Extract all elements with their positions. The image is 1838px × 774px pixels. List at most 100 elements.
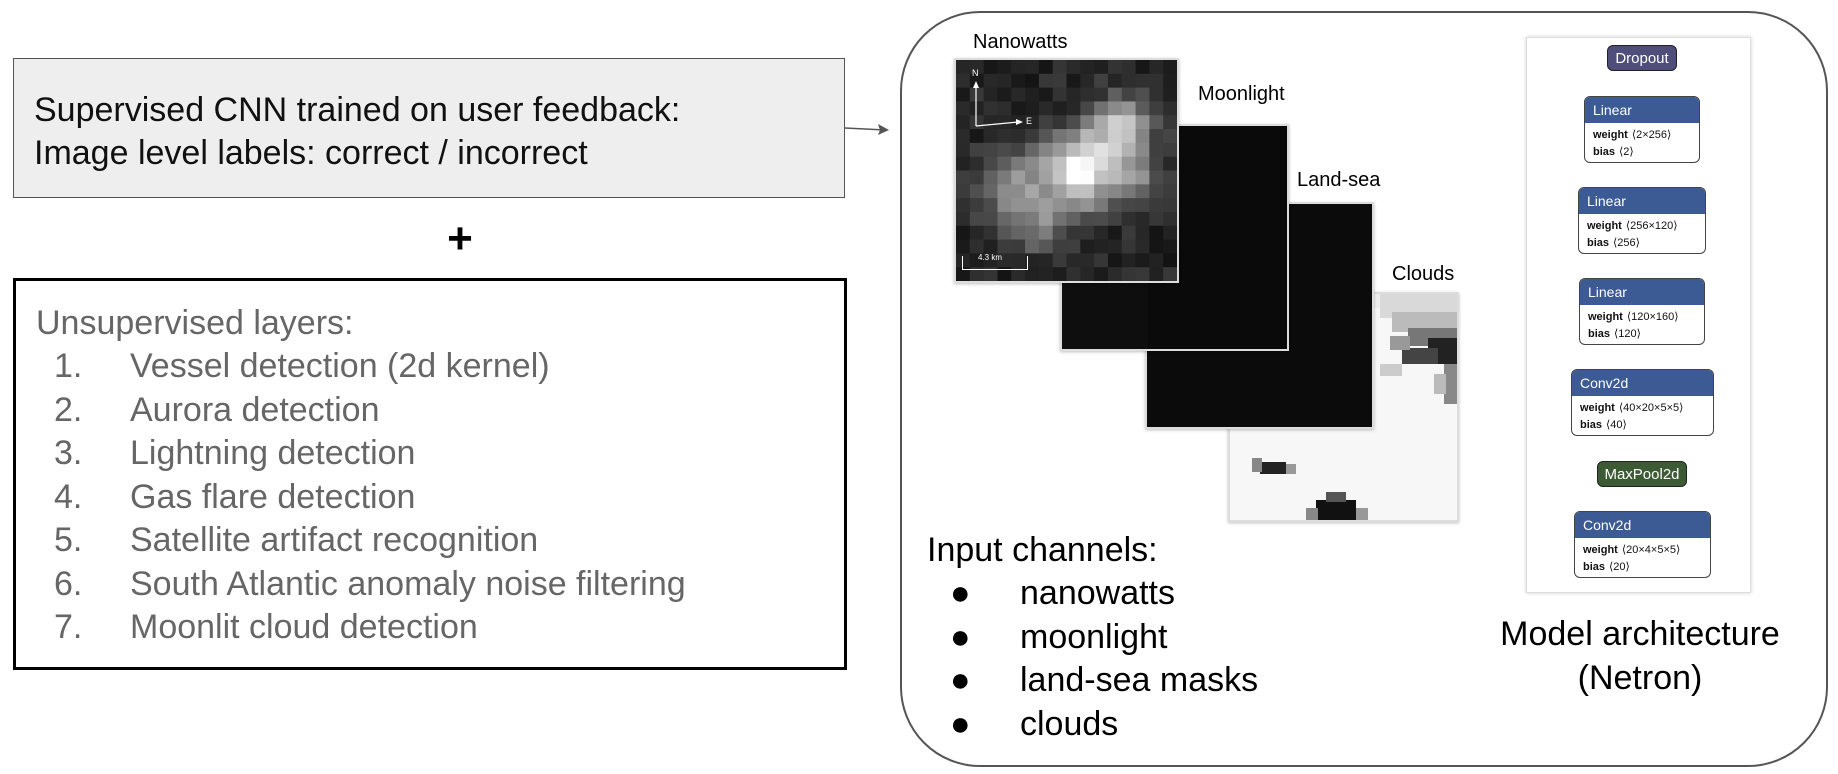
radiance-pixel [1094,73,1109,89]
radiance-pixel [1121,225,1137,241]
radiance-pixel [1163,170,1177,185]
radiance-pixel [1135,156,1150,171]
radiance-pixel [983,239,998,254]
radiance-pixel [1011,129,1026,144]
radiance-pixel [1052,129,1067,144]
radiance-pixel [1038,87,1054,102]
radiance-pixel [956,211,971,227]
bias-value: ⟨2⟩ [1619,146,1634,158]
radiance-pixel [1094,129,1109,144]
radiance-pixel [1149,211,1164,227]
weight-value: ⟨20×4×5×5⟩ [1621,544,1681,556]
radiance-pixel [1094,267,1109,281]
radiance-pixel [1038,101,1054,116]
radiance-pixel [1094,253,1109,268]
radiance-pixel [1121,87,1137,102]
unsupervised-item: 4.Gas flare detection [36,476,844,520]
caption-line-2: (Netron) [1577,659,1703,697]
radiance-pixel [1094,142,1109,158]
item-number: 5. [54,521,83,559]
radiance-pixel [969,267,985,281]
radiance-pixel [1121,156,1137,171]
radiance-pixel [997,129,1012,144]
radiance-pixel [997,225,1012,241]
input-channels-list: ●nanowatts ●moonlight ●land-sea masks ●c… [950,572,1258,746]
radiance-pixel [997,184,1012,199]
radiance-pixel [1011,170,1026,185]
radiance-pixel [997,87,1012,102]
radiance-pixel [1121,73,1137,89]
radiance-pixel [1149,156,1164,171]
radiance-pixel [1135,267,1150,281]
radiance-pixel [1135,225,1150,241]
radiance-pixel [1094,60,1109,75]
radiance-pixel [1094,225,1109,241]
radiance-pixel [1080,198,1095,213]
item-number: 7. [54,608,83,646]
unsupervised-item: 2.Aurora detection [36,389,844,433]
radiance-pixel [1107,239,1123,254]
radiance-pixel [1121,101,1137,116]
radiance-pixel [1080,115,1095,130]
scale-bar [962,256,1028,270]
radiance-pixel [1011,142,1026,158]
radiance-pixel [1149,115,1164,130]
layer-name: Conv2d [1572,370,1713,396]
radiance-pixel [997,170,1012,185]
radiance-pixel [1038,170,1054,185]
radiance-pixel [956,129,971,144]
input-channel-item: ●clouds [950,703,1258,747]
radiance-pixel [1135,198,1150,213]
radiance-pixel [1107,142,1123,158]
radiance-pixel [1038,156,1054,171]
radiance-pixel [1107,170,1123,185]
item-label: South Atlantic anomaly noise filtering [130,564,686,603]
radiance-pixel [1080,211,1095,227]
radiance-pixel [1080,253,1095,268]
radiance-pixel [1011,253,1026,268]
radiance-pixel [969,225,985,241]
radiance-pixel [1011,267,1026,281]
radiance-pixel [983,87,998,102]
radiance-pixel [1066,170,1081,185]
supervised-line-2: Image level labels: correct / incorrect [34,134,588,172]
radiance-pixel [969,253,985,268]
architecture-caption: Model architecture (Netron) [1470,612,1810,700]
radiance-pixel [997,156,1012,171]
radiance-pixel [983,60,998,75]
radiance-pixel [997,253,1012,268]
channel-label-moonlight: Moonlight [1198,83,1285,105]
radiance-pixel [1121,253,1137,268]
radiance-pixel [956,101,971,116]
radiance-pixel [969,170,985,185]
radiance-pixel [956,170,971,185]
radiance-pixel [1135,129,1150,144]
radiance-pixel [983,170,998,185]
radiance-pixel [1038,211,1054,227]
compass-icon: N E [966,68,1032,132]
radiance-pixel [997,211,1012,227]
radiance-pixel [969,87,985,102]
item-label: Moonlit cloud detection [130,608,478,646]
radiance-pixel [1107,225,1123,241]
radiance-pixel [997,142,1012,158]
radiance-pixel [1025,156,1040,171]
radiance-pixel [1121,239,1137,254]
radiance-pixel [956,156,971,171]
radiance-pixel [1094,239,1109,254]
weight-value: ⟨40×20×5×5⟩ [1618,402,1684,414]
radiance-pixel [1135,115,1150,130]
radiance-pixel [1052,239,1067,254]
radiance-pixel [1080,73,1095,89]
bias-value: ⟨256⟩ [1613,237,1640,249]
radiance-pixel [1149,142,1164,158]
radiance-pixel [1011,225,1026,241]
maxpool-node: MaxPool2d [1597,461,1687,487]
radiance-pixel [1135,101,1150,116]
radiance-pixel [969,73,985,89]
radiance-pixel [1038,129,1054,144]
radiance-pixel [1011,156,1026,171]
nanowatts-tile: N E 4.3 km [954,58,1179,283]
radiance-pixel [1149,87,1164,102]
radiance-pixel [956,73,971,89]
